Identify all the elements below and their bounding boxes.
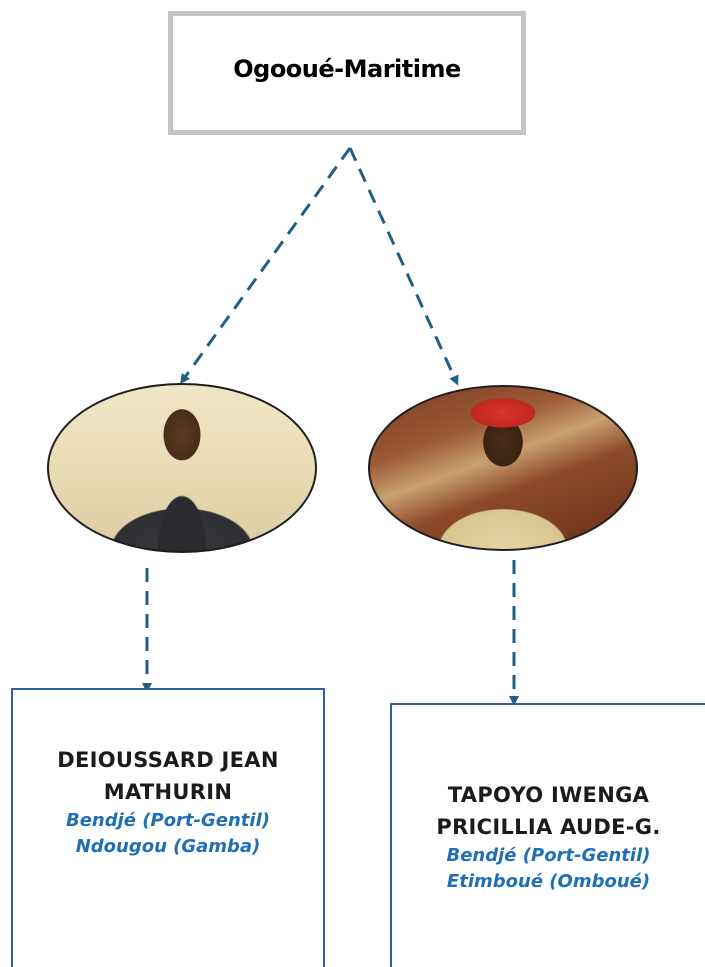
root-title: Ogooué-Maritime <box>233 55 461 83</box>
person-2-name-line2: PRICILLIA AUDE-G. <box>436 815 661 839</box>
connector-root-to-right <box>348 147 459 386</box>
person-1-place-2: Ndougou (Gamba) <box>75 836 261 857</box>
photo-person-2 <box>368 385 638 551</box>
person-card-2: TAPOYO IWENGA PRICILLIA AUDE-G. Bendjé (… <box>390 703 705 967</box>
photo-person-1 <box>47 383 317 553</box>
person-2-place-1: Bendjé (Port-Gentil) <box>446 845 651 866</box>
person-1-place-1: Bendjé (Port-Gentil) <box>66 810 270 831</box>
person-2-place-2: Etimboué (Omboué) <box>446 871 651 892</box>
person-2-name-line1: TAPOYO IWENGA <box>447 783 650 807</box>
person-card-1: DEIOUSSARD JEAN MATHURIN Bendjé (Port-Ge… <box>11 688 325 967</box>
connector-root-to-left <box>180 147 352 385</box>
person-1-name-line1: DEIOUSSARD JEAN <box>57 748 279 772</box>
person-1-name-line2: MATHURIN <box>103 780 233 804</box>
root-node: Ogooué-Maritime <box>168 11 526 135</box>
